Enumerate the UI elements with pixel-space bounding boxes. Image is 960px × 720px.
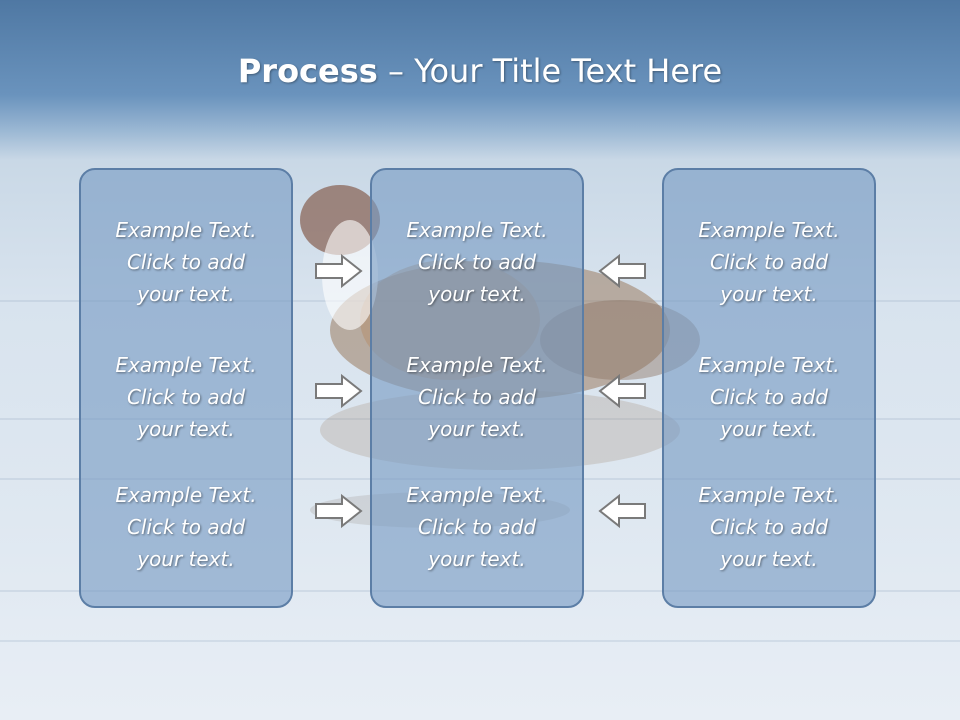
- text-placeholder[interactable]: Example Text. Click to add your text.: [81, 479, 291, 575]
- text-line: Example Text.: [698, 218, 840, 242]
- right-arrow-icon[interactable]: [314, 253, 364, 289]
- text-line: your text.: [720, 417, 818, 441]
- text-line: Click to add: [126, 515, 246, 539]
- text-placeholder[interactable]: Example Text. Click to add your text.: [664, 214, 874, 310]
- text-line: Example Text.: [115, 483, 257, 507]
- text-placeholder[interactable]: Example Text. Click to add your text.: [372, 479, 582, 575]
- left-arrow-icon[interactable]: [597, 373, 647, 409]
- text-placeholder[interactable]: Example Text. Click to add your text.: [372, 349, 582, 445]
- text-placeholder[interactable]: Example Text. Click to add your text.: [664, 479, 874, 575]
- text-line: Click to add: [417, 385, 537, 409]
- text-line: Example Text.: [698, 353, 840, 377]
- text-line: your text.: [137, 282, 235, 306]
- text-placeholder[interactable]: Example Text. Click to add your text.: [372, 214, 582, 310]
- right-arrow-icon[interactable]: [314, 493, 364, 529]
- text-line: Click to add: [709, 250, 829, 274]
- right-arrow-icon[interactable]: [314, 373, 364, 409]
- text-line: Click to add: [417, 250, 537, 274]
- text-line: Click to add: [709, 515, 829, 539]
- left-arrow-icon[interactable]: [597, 253, 647, 289]
- left-text-box[interactable]: Example Text. Click to add your text. Ex…: [79, 168, 293, 608]
- text-line: Example Text.: [406, 353, 548, 377]
- left-arrow-icon[interactable]: [597, 493, 647, 529]
- text-placeholder[interactable]: Example Text. Click to add your text.: [81, 349, 291, 445]
- text-line: Click to add: [126, 385, 246, 409]
- title-bold: Process: [237, 52, 378, 90]
- text-line: Example Text.: [406, 483, 548, 507]
- right-text-box[interactable]: Example Text. Click to add your text. Ex…: [662, 168, 876, 608]
- title-rest: – Your Title Text Here: [377, 52, 723, 90]
- center-text-box[interactable]: Example Text. Click to add your text. Ex…: [370, 168, 584, 608]
- text-line: your text.: [428, 417, 526, 441]
- text-line: Example Text.: [406, 218, 548, 242]
- water-ripple: [0, 640, 960, 642]
- text-line: your text.: [137, 547, 235, 571]
- text-line: your text.: [720, 282, 818, 306]
- text-line: your text.: [428, 282, 526, 306]
- text-line: Click to add: [709, 385, 829, 409]
- text-placeholder[interactable]: Example Text. Click to add your text.: [664, 349, 874, 445]
- text-line: Click to add: [126, 250, 246, 274]
- text-line: your text.: [720, 547, 818, 571]
- slide-title[interactable]: Process – Your Title Text Here: [0, 52, 960, 90]
- text-line: Example Text.: [115, 353, 257, 377]
- text-line: your text.: [137, 417, 235, 441]
- text-line: Click to add: [417, 515, 537, 539]
- text-line: Example Text.: [698, 483, 840, 507]
- text-line: Example Text.: [115, 218, 257, 242]
- text-line: your text.: [428, 547, 526, 571]
- text-placeholder[interactable]: Example Text. Click to add your text.: [81, 214, 291, 310]
